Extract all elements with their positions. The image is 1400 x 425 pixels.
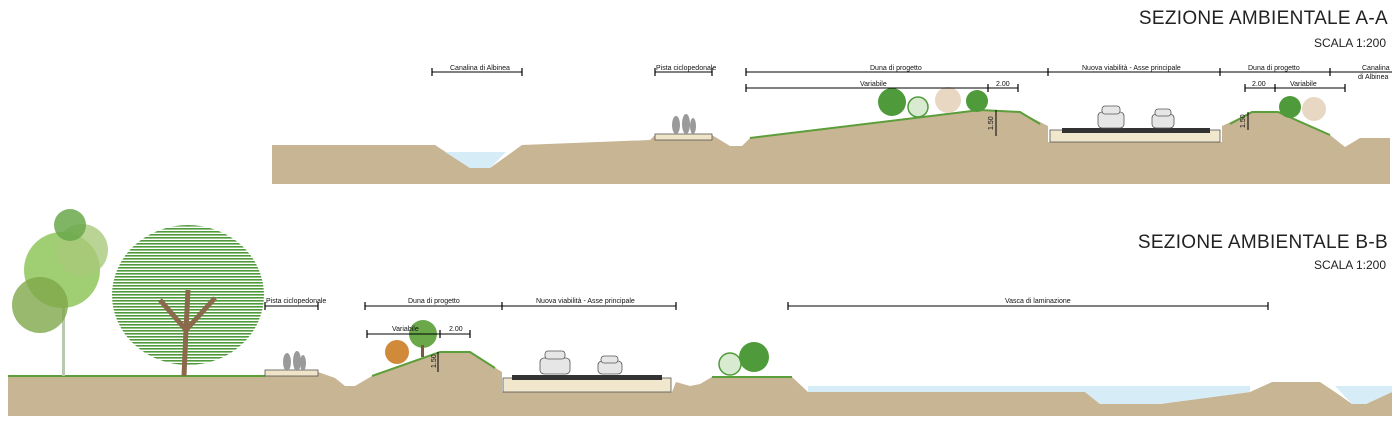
section-a-title: SEZIONE AMBIENTALE A-A [1138,8,1388,29]
section-a-label-height-right: 1.50 [1240,114,1247,128]
shrubs-icon [878,87,1326,121]
section-b-road-base [502,377,672,393]
car-icon [597,355,623,375]
section-b-label-viabilita: Nuova viabilità - Asse principale [536,298,635,305]
section-b-title: SEZIONE AMBIENTALE B-B [1137,232,1388,253]
section-b-label-pista: Pista ciclopedonale [266,298,326,305]
section-b-ground [8,352,1392,416]
section-a-label-dim-200: 2.00 [996,81,1010,88]
pedestrians-icon [283,351,306,371]
tree-icon [12,209,108,376]
section-a-label-canalina-right-2: di Albinea [1358,74,1388,81]
section-a-label-duna-right: Duna di progetto [1248,65,1300,72]
tree-icon [112,225,264,377]
car-icon [1151,108,1175,129]
section-a-cycle-path [654,133,713,141]
section-a-canal-water [445,152,506,168]
section-b-label-dim-200: 2.00 [449,326,463,333]
section-a-label-height: 1.50 [988,116,995,130]
section-b-basin-water-right [1335,386,1392,404]
section-b-grass-line [8,351,792,378]
section-a-grass-line-right [1229,111,1331,136]
section-b-road-asphalt [512,375,662,380]
section-b-dimensions [264,302,1269,372]
section-b-label-vasca: Vasca di laminazione [1005,298,1071,305]
car-icon [1097,105,1125,129]
section-b: Pista ciclopedonale Duna di progetto Nuo… [8,209,1392,416]
section-a-label-viabilita: Nuova viabilità - Asse principale [1082,65,1181,72]
section-a-ground [272,110,1390,184]
section-a-road-asphalt [1062,128,1210,133]
section-a: Canalina di Albinea Pista ciclopedonale … [272,65,1392,184]
pedestrians-icon [672,114,696,134]
section-b-scale: SCALA 1:200 [1313,258,1386,272]
section-b-label-height: 1.50 [431,354,438,368]
section-a-label-canalina-right-1: Canalina [1362,65,1390,72]
section-a-scale: SCALA 1:200 [1313,36,1386,50]
section-a-label-canalina: Canalina di Albinea [450,65,510,72]
section-a-dimensions [431,68,1392,136]
section-a-label-variabile-right: Variabile [1290,81,1317,88]
section-a-label-variabile: Variabile [860,81,887,88]
section-b-label-duna: Duna di progetto [408,298,460,305]
section-a-grass-line [749,108,1041,139]
section-a-label-dim-200-right: 2.00 [1252,81,1266,88]
section-b-cycle-path [264,369,319,377]
section-a-label-duna: Duna di progetto [870,65,922,72]
section-b-basin-water [808,386,1250,404]
section-a-label-pista: Pista ciclopedonale [656,65,716,72]
section-b-label-variabile: Variabile [392,326,419,333]
car-icon [539,350,571,375]
